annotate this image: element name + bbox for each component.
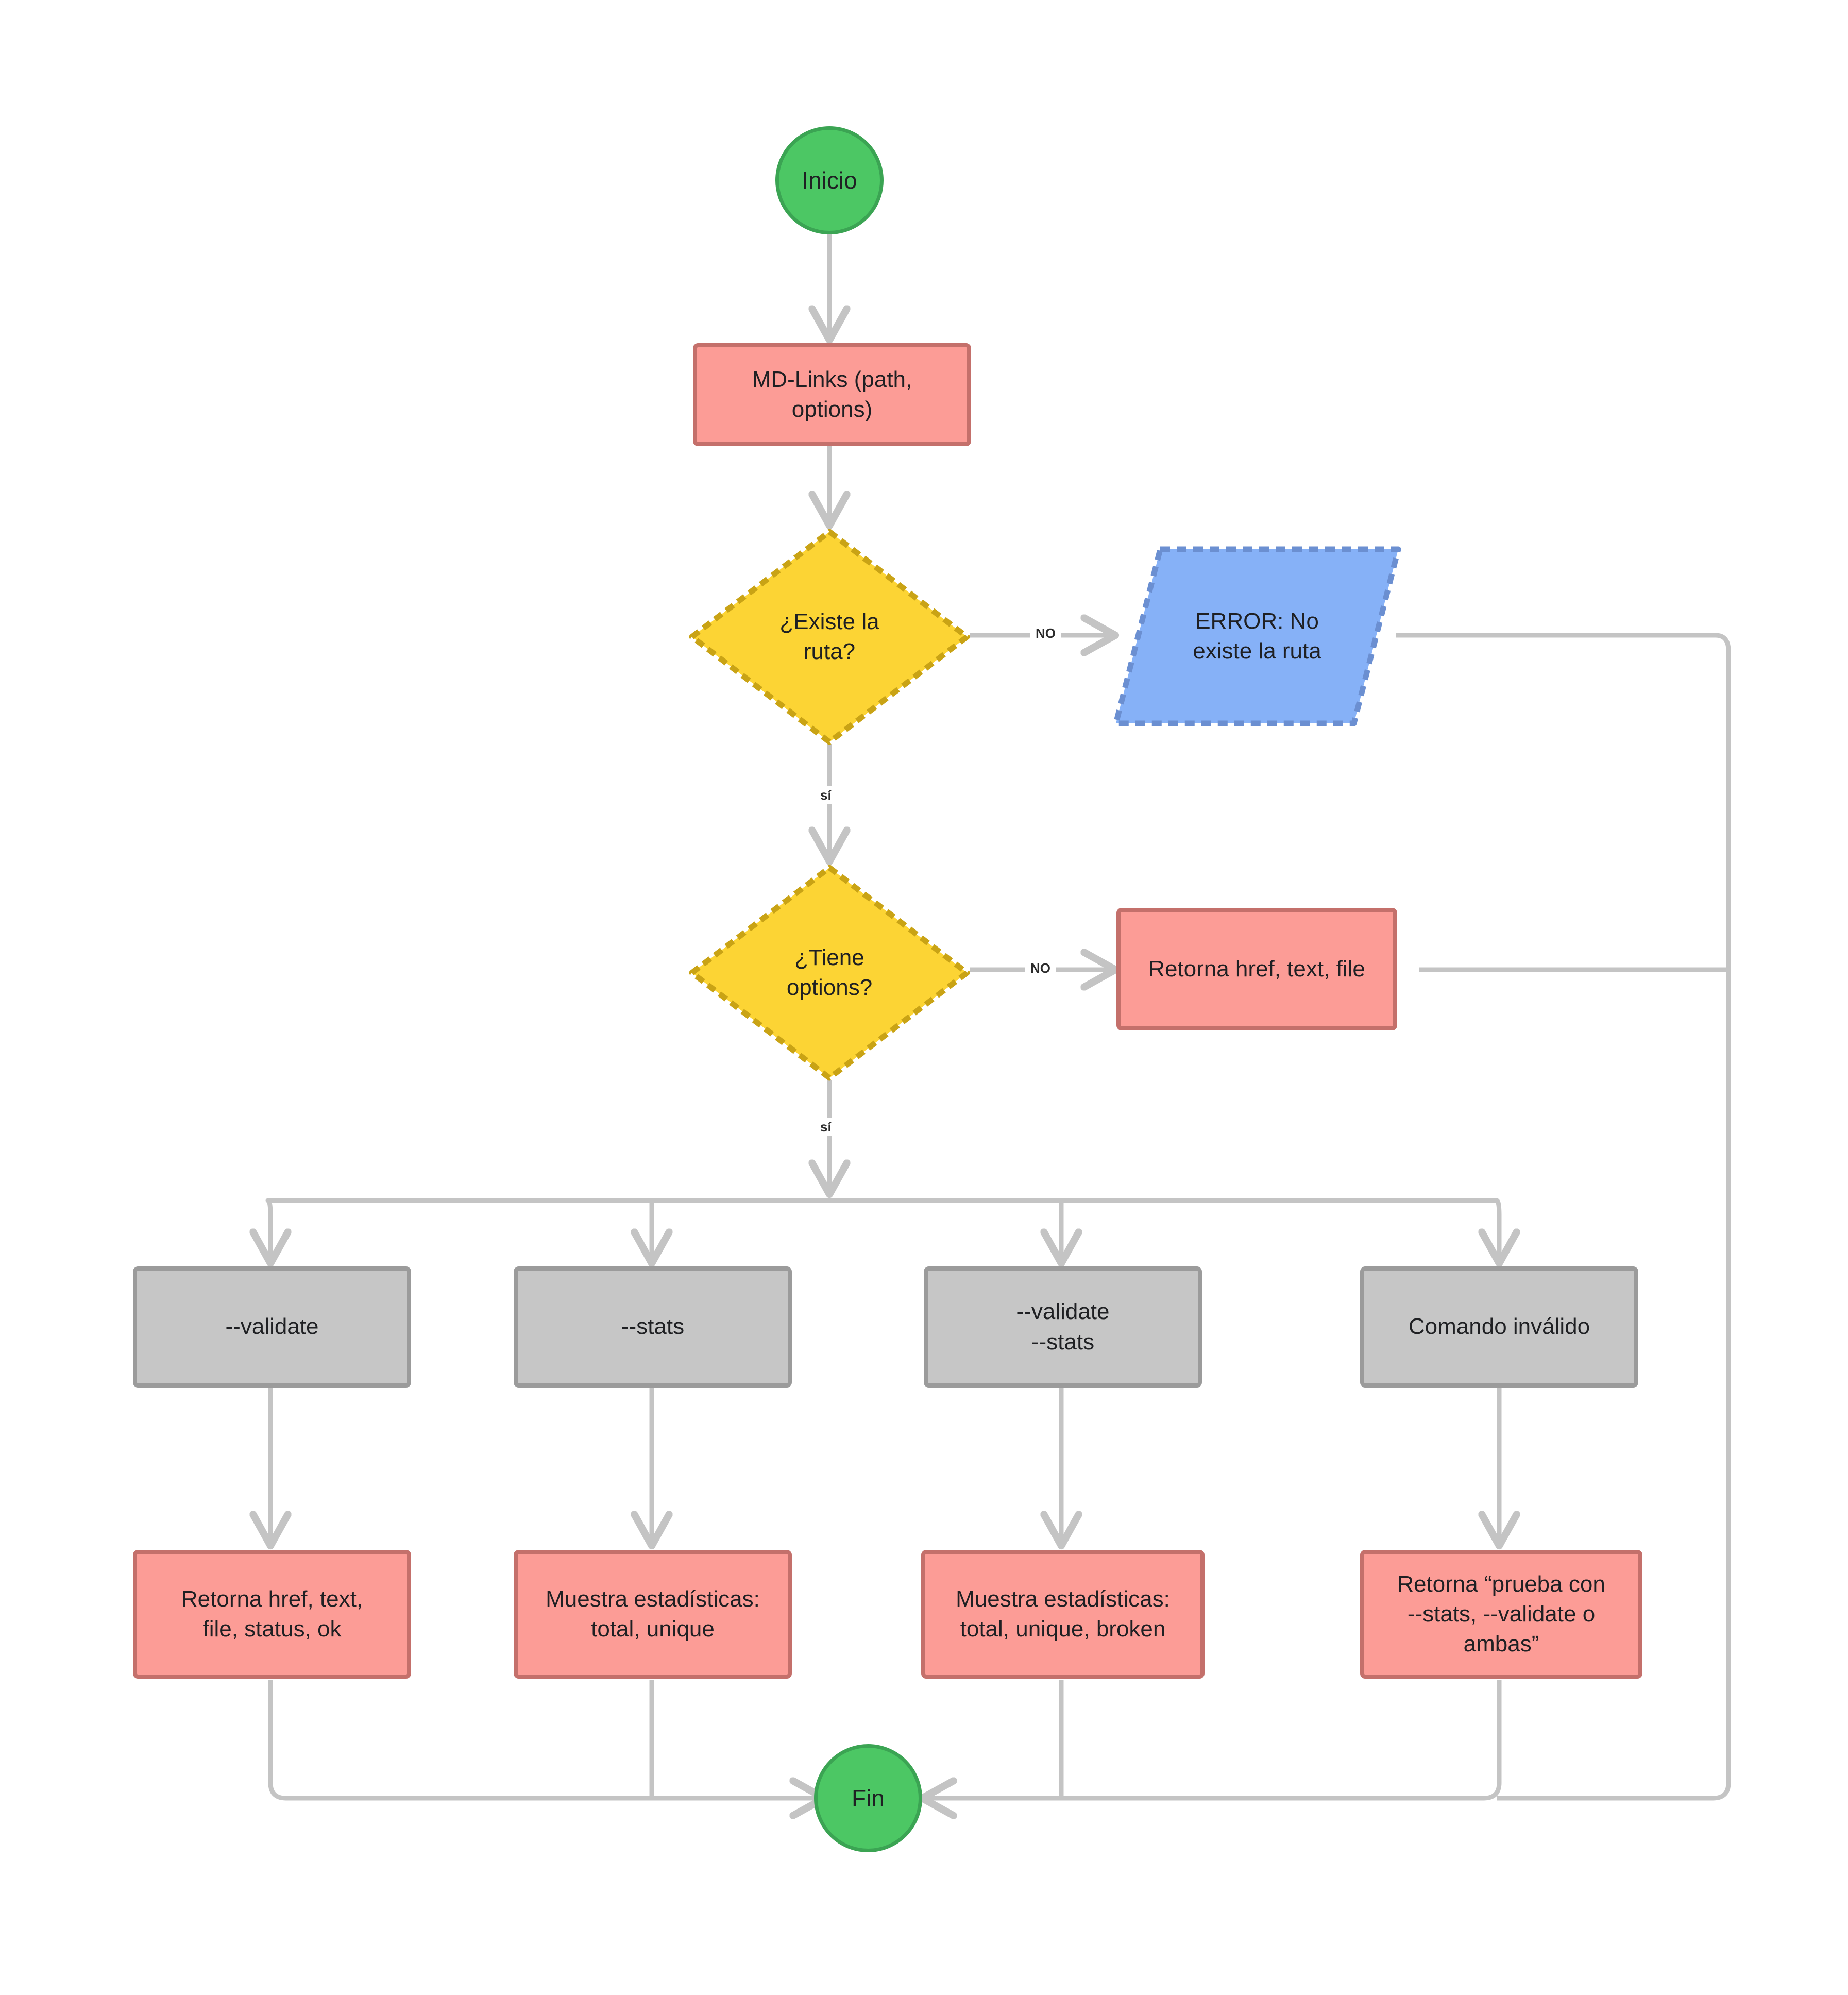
- node-start-label: Inicio: [802, 166, 857, 194]
- node-out-invalid[interactable]: Retorna “prueba con --stats, --validate …: [1360, 1550, 1642, 1679]
- node-option-invalid-label: Comando inválido: [1408, 1314, 1590, 1340]
- node-decision-path[interactable]: ¿Existe la ruta?: [689, 529, 970, 745]
- edge-label-path-no: NO: [1030, 624, 1061, 643]
- node-mdlinks[interactable]: MD-Links (path, options): [693, 343, 971, 446]
- node-option-validate-stats[interactable]: --validate --stats: [924, 1266, 1202, 1388]
- edge-label-options-no: NO: [1025, 959, 1056, 977]
- node-option-stats[interactable]: --stats: [514, 1266, 792, 1388]
- node-out-validate[interactable]: Retorna href, text, file, status, ok: [133, 1550, 411, 1679]
- node-out-stats-label: Muestra estadísticas: total, unique: [546, 1586, 760, 1642]
- node-start[interactable]: Inicio: [775, 126, 884, 234]
- node-error-path[interactable]: ERROR: No existe la ruta: [1113, 546, 1401, 726]
- node-option-validate[interactable]: --validate: [133, 1266, 411, 1388]
- node-return-basic-label: Retorna href, text, file: [1148, 956, 1365, 982]
- node-decision-path-label: ¿Existe la ruta?: [779, 608, 879, 664]
- edge-label-path-yes: sí: [815, 786, 837, 804]
- node-return-basic[interactable]: Retorna href, text, file: [1116, 908, 1397, 1030]
- node-option-validate-stats-label: --validate --stats: [1016, 1299, 1110, 1355]
- node-end[interactable]: Fin: [814, 1744, 922, 1852]
- node-option-validate-label: --validate: [225, 1314, 319, 1340]
- node-decision-options-label: ¿Tiene options?: [786, 944, 873, 1000]
- decision-diamond-shape: [689, 529, 970, 745]
- node-out-validate-stats-label: Muestra estadísticas: total, unique, bro…: [956, 1586, 1170, 1642]
- node-out-validate-label: Retorna href, text, file, status, ok: [181, 1586, 363, 1642]
- node-decision-options[interactable]: ¿Tiene options?: [689, 865, 970, 1081]
- node-out-stats[interactable]: Muestra estadísticas: total, unique: [514, 1550, 792, 1679]
- node-out-validate-stats[interactable]: Muestra estadísticas: total, unique, bro…: [921, 1550, 1205, 1679]
- edge-label-options-yes: sí: [815, 1118, 837, 1136]
- edge-branch-bus: [265, 1198, 829, 1257]
- decision-diamond-shape: [689, 865, 970, 1081]
- node-option-invalid[interactable]: Comando inválido: [1360, 1266, 1638, 1388]
- edge-out-invalid-to-end: [922, 1680, 1502, 1798]
- node-mdlinks-label: MD-Links (path, options): [752, 366, 912, 422]
- node-end-label: Fin: [852, 1784, 885, 1812]
- node-option-stats-label: --stats: [621, 1314, 685, 1340]
- edge-branch-bus-right: [829, 1198, 1502, 1257]
- node-out-invalid-label: Retorna “prueba con --stats, --validate …: [1397, 1571, 1605, 1657]
- edge-out-validate-to-end: [268, 1680, 824, 1798]
- node-error-path-label: ERROR: No existe la ruta: [1193, 608, 1321, 664]
- edge-error-return-to-end: [1396, 633, 1731, 1801]
- io-parallelogram-shape: [1113, 546, 1401, 726]
